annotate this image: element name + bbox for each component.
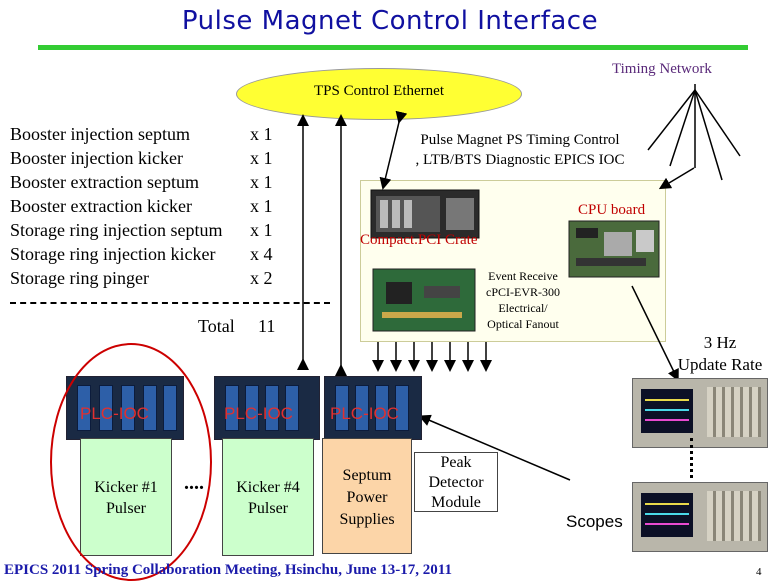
- magnet-name: Storage ring pinger: [10, 268, 149, 288]
- evr-label: Event Receive cPCI-EVR-300 Electrical/ O…: [478, 268, 568, 332]
- peak-line2: Detector: [428, 474, 484, 491]
- cpu-board-label: CPU board: [578, 202, 646, 218]
- ethernet-label: TPS Control Ethernet: [314, 83, 444, 99]
- magnet-name: Storage ring injection septum: [10, 220, 223, 240]
- cpu-board-image: [568, 220, 660, 278]
- evr-label-line2: cPCI-EVR-300: [486, 285, 560, 299]
- page-number: 4: [756, 566, 762, 578]
- scope-2-screen: [641, 493, 693, 537]
- scope-link: [690, 438, 693, 478]
- plc-ioc-label-2: PLC-IOC: [224, 404, 293, 423]
- evr-label-line3: Electrical/: [498, 301, 548, 315]
- magnet-qty: x 1: [250, 172, 273, 192]
- oscilloscope-2: [632, 482, 768, 552]
- update-rate-line1: 3 Hz: [703, 333, 737, 352]
- magnet-qty: x 1: [250, 220, 273, 240]
- list-divider: [10, 302, 330, 304]
- septum-line3: Supplies: [339, 511, 395, 528]
- scope-2-panel: [707, 491, 761, 541]
- septum-line2: Power: [346, 489, 388, 506]
- septum-line1: Septum: [342, 467, 392, 484]
- evr-board-image: [372, 268, 476, 332]
- magnet-name: Booster extraction kicker: [10, 196, 192, 216]
- tps-control-ethernet: TPS Control Ethernet: [236, 68, 522, 120]
- antenna-icon: [647, 84, 741, 181]
- total-label: Total: [198, 316, 235, 336]
- magnet-qty: x 1: [250, 196, 273, 216]
- magnet-name: Booster injection kicker: [10, 148, 183, 168]
- magnet-qty: x 2: [250, 268, 273, 288]
- plc-ioc-label-3: PLC-IOC: [330, 404, 399, 423]
- ioc-title: Pulse Magnet PS Timing Control , LTB/BTS…: [390, 130, 650, 170]
- magnet-name: Booster extraction septum: [10, 172, 199, 192]
- septum-power-supplies: Septum Power Supplies: [322, 438, 412, 554]
- timing-network-label: Timing Network: [612, 61, 712, 77]
- plc-ioc-rack-2: [214, 376, 320, 440]
- slide-title: Pulse Magnet Control Interface: [181, 6, 599, 36]
- evr-label-line1: Event Receive: [488, 269, 558, 283]
- magnet-qty: x 1: [250, 148, 273, 168]
- slide-footer: EPICS 2011 Spring Collaboration Meeting,…: [4, 562, 452, 578]
- ioc-title-line2: , LTB/BTS Diagnostic EPICS IOC: [415, 152, 625, 168]
- update-rate-label: 3 Hz Update Rate: [660, 332, 780, 376]
- title-rule: [38, 45, 748, 50]
- peak-line3: Module: [431, 494, 481, 511]
- cpci-crate-label: Compact.PCI Crate: [360, 232, 478, 248]
- update-rate-line2: Update Rate: [677, 355, 763, 374]
- peak-detector-module: Peak Detector Module: [414, 452, 498, 512]
- kicker-4-line1: Kicker #4: [236, 479, 300, 496]
- magnet-qty: x 4: [250, 244, 273, 264]
- kicker-4-line2: Pulser: [248, 500, 288, 517]
- magnet-name: Storage ring injection kicker: [10, 244, 216, 264]
- ioc-title-line1: Pulse Magnet PS Timing Control: [420, 132, 620, 148]
- cpci-crate-image: [370, 189, 480, 239]
- highlight-ellipse: [50, 343, 212, 581]
- magnet-name: Booster injection septum: [10, 124, 190, 144]
- oscilloscope-1: [632, 378, 768, 448]
- kicker-4-pulser: Kicker #4 Pulser: [222, 438, 314, 556]
- scopes-label: Scopes: [566, 512, 623, 531]
- scope-1-screen: [641, 389, 693, 433]
- magnet-qty: x 1: [250, 124, 273, 144]
- total-value: 11: [258, 316, 276, 336]
- plc-ioc-rack-3: [324, 376, 422, 440]
- evr-label-line4: Optical Fanout: [487, 317, 559, 331]
- peak-line1: Peak: [440, 454, 472, 471]
- scope-1-panel: [707, 387, 761, 437]
